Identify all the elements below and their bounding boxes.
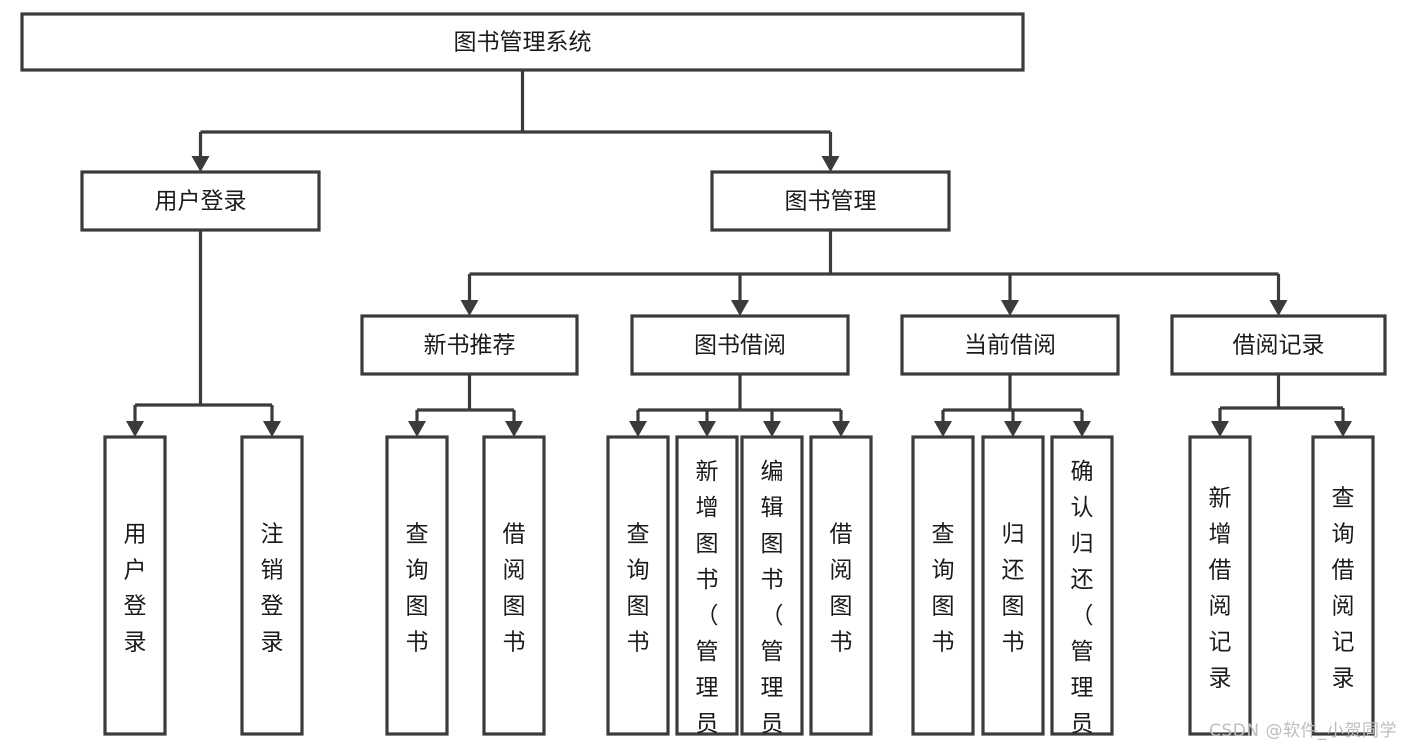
node-label-leaf-query-book-1: 查询图书 xyxy=(406,522,429,656)
arrow-head-icon xyxy=(263,421,281,437)
node-book-manage[interactable]: 图书管理 xyxy=(710,170,951,232)
node-leaf-confirm-return[interactable]: 确认归还（管理员） xyxy=(1050,435,1114,747)
node-box-leaf-add-record xyxy=(1188,435,1252,736)
node-leaf-edit-book[interactable]: 编辑图书（管理员） xyxy=(740,435,804,747)
node-current-borrow[interactable]: 当前借阅 xyxy=(900,314,1120,376)
node-leaf-add-record[interactable]: 新增借阅记录 xyxy=(1188,435,1252,736)
node-label-leaf-query-book-3: 查询图书 xyxy=(932,522,955,656)
node-label-borrow-record: 借阅记录 xyxy=(1233,333,1325,359)
node-box-leaf-confirm-return xyxy=(1050,435,1114,736)
node-label-root: 图书管理系统 xyxy=(454,30,592,56)
arrow-head-icon xyxy=(1001,300,1019,316)
node-leaf-add-book[interactable]: 新增图书（管理员） xyxy=(675,435,739,747)
node-leaf-borrow-book-2[interactable]: 借阅图书 xyxy=(809,435,873,736)
arrow-head-icon xyxy=(1334,421,1352,437)
node-label-leaf-add-book: 新增图书（管理员） xyxy=(696,459,719,747)
node-box-current-borrow xyxy=(900,314,1120,376)
node-box-root xyxy=(20,12,1025,72)
node-box-user-login xyxy=(80,170,321,232)
node-leaf-query-book-3[interactable]: 查询图书 xyxy=(911,435,975,736)
node-box-book-manage xyxy=(710,170,951,232)
node-leaf-user-logout[interactable]: 注销登录 xyxy=(240,435,304,736)
arrow-head-icon xyxy=(731,300,749,316)
node-box-book-borrow xyxy=(630,314,850,376)
node-layer: 图书管理系统用户登录图书管理新书推荐图书借阅当前借阅借阅记录用户登录注销登录查询… xyxy=(20,12,1387,747)
node-leaf-user-login[interactable]: 用户登录 xyxy=(103,435,167,736)
arrow-head-icon xyxy=(1073,421,1091,437)
node-label-current-borrow: 当前借阅 xyxy=(964,333,1056,359)
arrow-head-icon xyxy=(191,156,210,172)
arrow-head-icon xyxy=(1269,300,1288,316)
node-label-leaf-user-login: 用户登录 xyxy=(124,522,147,656)
node-label-leaf-borrow-book-2: 借阅图书 xyxy=(830,522,853,656)
arrow-head-icon xyxy=(934,421,952,437)
node-label-leaf-query-record: 查询借阅记录 xyxy=(1332,486,1355,692)
node-box-leaf-borrow-book-1 xyxy=(482,435,546,736)
node-box-leaf-edit-book xyxy=(740,435,804,736)
node-box-new-book-rec xyxy=(360,314,579,376)
arrow-head-icon xyxy=(763,421,781,437)
node-label-leaf-edit-book: 编辑图书（管理员） xyxy=(761,459,784,747)
node-label-leaf-query-book-2: 查询图书 xyxy=(627,522,650,656)
node-label-leaf-borrow-book-1: 借阅图书 xyxy=(503,522,526,656)
node-box-leaf-user-login xyxy=(103,435,167,736)
node-leaf-query-book-2[interactable]: 查询图书 xyxy=(606,435,670,736)
node-box-leaf-add-book xyxy=(675,435,739,736)
node-label-leaf-return-book: 归还图书 xyxy=(1002,522,1025,656)
node-box-leaf-query-book-3 xyxy=(911,435,975,736)
connector-layer xyxy=(126,70,1352,437)
node-leaf-return-book[interactable]: 归还图书 xyxy=(981,435,1045,736)
arrow-head-icon xyxy=(698,421,716,437)
node-label-book-borrow: 图书借阅 xyxy=(694,333,786,359)
node-box-leaf-query-book-2 xyxy=(606,435,670,736)
node-leaf-query-record[interactable]: 查询借阅记录 xyxy=(1311,435,1375,736)
node-box-leaf-borrow-book-2 xyxy=(809,435,873,736)
node-user-login[interactable]: 用户登录 xyxy=(80,170,321,232)
node-root[interactable]: 图书管理系统 xyxy=(20,12,1025,72)
arrow-head-icon xyxy=(832,421,850,437)
node-box-borrow-record xyxy=(1170,314,1387,376)
arrow-head-icon xyxy=(505,421,523,437)
node-box-leaf-query-record xyxy=(1311,435,1375,736)
node-book-borrow[interactable]: 图书借阅 xyxy=(630,314,850,376)
node-label-leaf-add-record: 新增借阅记录 xyxy=(1209,486,1232,692)
arrow-head-icon xyxy=(1004,421,1022,437)
node-label-new-book-rec: 新书推荐 xyxy=(424,333,516,359)
node-label-user-login: 用户登录 xyxy=(155,189,247,215)
node-box-leaf-query-book-1 xyxy=(385,435,449,736)
node-leaf-borrow-book-1[interactable]: 借阅图书 xyxy=(482,435,546,736)
node-leaf-query-book-1[interactable]: 查询图书 xyxy=(385,435,449,736)
arrow-head-icon xyxy=(1211,421,1229,437)
node-label-book-manage: 图书管理 xyxy=(785,189,877,215)
arrow-head-icon xyxy=(460,300,479,316)
node-label-leaf-user-logout: 注销登录 xyxy=(261,522,284,656)
node-box-leaf-user-logout xyxy=(240,435,304,736)
node-borrow-record[interactable]: 借阅记录 xyxy=(1170,314,1387,376)
node-box-leaf-return-book xyxy=(981,435,1045,736)
node-label-leaf-confirm-return: 确认归还（管理员） xyxy=(1071,459,1094,747)
arrow-head-icon xyxy=(126,421,144,437)
arrow-head-icon xyxy=(408,421,426,437)
arrow-head-icon xyxy=(629,421,647,437)
node-new-book-rec[interactable]: 新书推荐 xyxy=(360,314,579,376)
arrow-head-icon xyxy=(821,156,840,172)
watermark-label: CSDN @软件_小贺同学 xyxy=(1209,721,1397,741)
